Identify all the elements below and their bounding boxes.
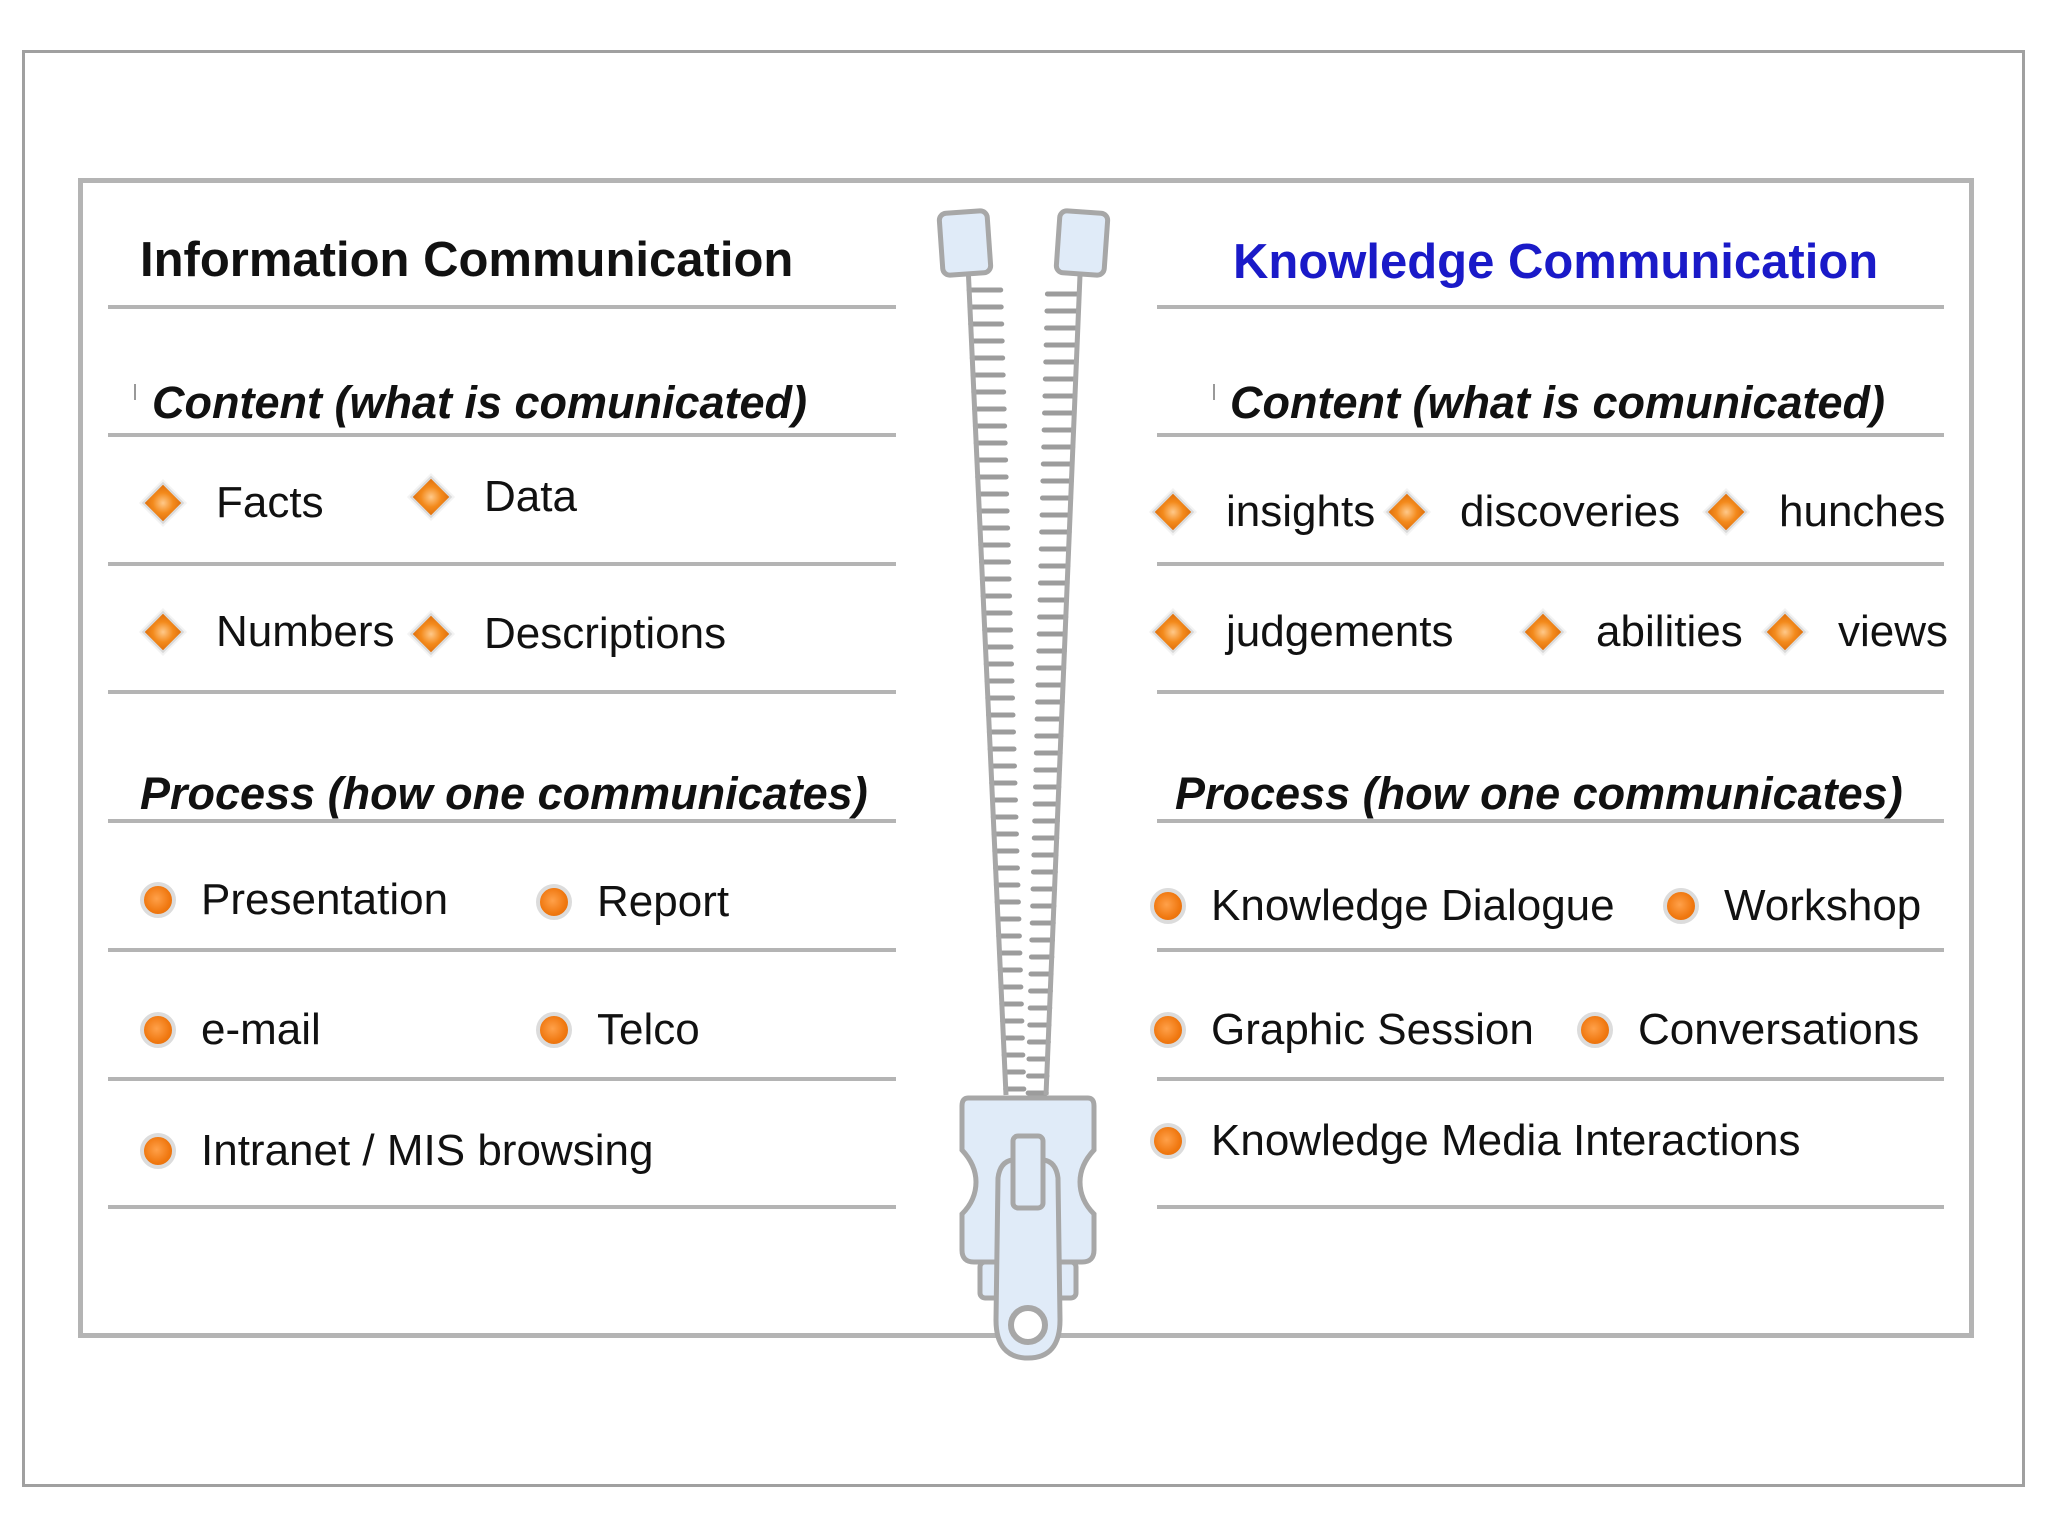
- zipper-pull-hole: [1011, 1308, 1045, 1342]
- zipper-pull-slot: [1013, 1136, 1043, 1208]
- zipper-left-top-stop: [939, 210, 991, 275]
- zipper-right-top-stop: [1056, 210, 1108, 275]
